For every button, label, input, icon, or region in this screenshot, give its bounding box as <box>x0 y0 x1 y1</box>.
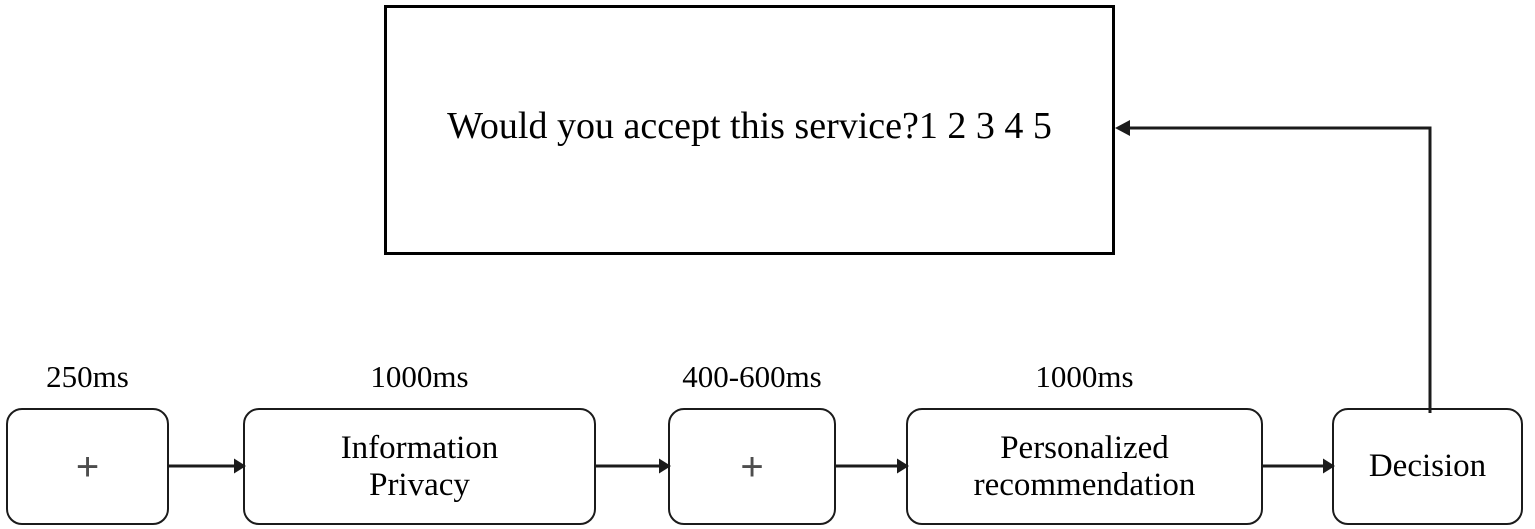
stimulus-prompt-text: Would you accept this service?1 2 3 4 5 <box>447 105 1052 147</box>
trial-box-information-privacy: Information Privacy <box>243 408 596 525</box>
trial-box-label-decision: Decision <box>1368 448 1487 484</box>
trial-box-personalized-recommendation: Personalized recommendation <box>906 408 1263 525</box>
trial-box-fixation-2: + <box>668 408 836 525</box>
flow-arrow-icon-3 <box>835 456 909 476</box>
trial-box-label-information-privacy: Information Privacy <box>340 429 499 503</box>
duration-label-fixation-1: 250ms <box>46 359 129 394</box>
duration-label-information-privacy: 1000ms <box>370 359 469 394</box>
fixation-cross-icon: + <box>740 444 764 489</box>
fixation-cross-icon: + <box>75 444 100 489</box>
feedback-loop-arrow-icon <box>1108 118 1438 413</box>
flow-arrow-icon-4 <box>1262 456 1335 476</box>
duration-label-fixation-2: 400-600ms <box>682 359 822 394</box>
flow-arrow-icon-1 <box>168 456 246 476</box>
trial-box-label-personalized-recommendation: Personalized recommendation <box>973 429 1196 503</box>
duration-label-personalized-recommendation: 1000ms <box>1035 359 1134 394</box>
flow-arrow-icon-2 <box>595 456 671 476</box>
trial-box-fixation-1: + <box>6 408 169 525</box>
stimulus-screen: Would you accept this service?1 2 3 4 5 <box>384 5 1115 255</box>
trial-box-decision: Decision <box>1332 408 1523 525</box>
